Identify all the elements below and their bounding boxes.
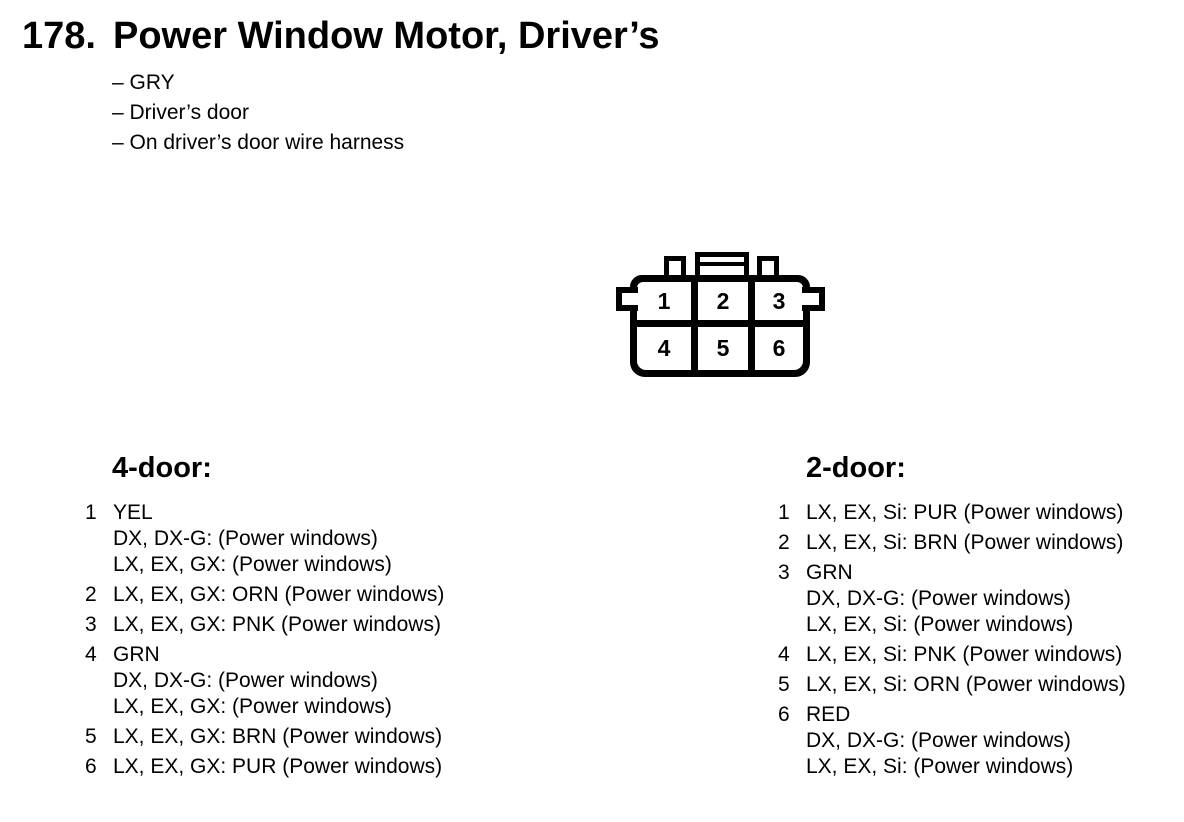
column-heading-4door: 4-door: (112, 452, 212, 484)
pin-item: 4 LX, EX, Si: PNK (Power windows) (778, 642, 1178, 668)
connector-pin-2: 2 (698, 282, 748, 320)
connector-pin-4: 4 (637, 327, 691, 370)
pin-number: 5 (85, 725, 97, 748)
pin-list-2door: 1 LX, EX, Si: PUR (Power windows) 2 LX, … (778, 500, 1178, 784)
pin-line: LX, EX, GX: BRN (Power windows) (113, 725, 443, 748)
pin-line: LX, EX, GX: (Power windows) (113, 553, 392, 576)
connector-pin-5: 5 (698, 327, 748, 370)
pin-line: LX, EX, Si: PUR (Power windows) (806, 501, 1124, 524)
pin-details: LX, EX, GX: PUR (Power windows) (113, 754, 505, 780)
pin-number: 1 (778, 501, 790, 524)
bullet-list: – GRY – Driver’s door – On driver’s door… (112, 68, 404, 158)
pin-details: GRN DX, DX-G: (Power windows) LX, EX, Si: … (806, 560, 1178, 638)
pin-item: 5 LX, EX, GX: BRN (Power windows) (85, 724, 505, 750)
connector-tab-right-icon (757, 256, 779, 277)
bullet-item: – On driver’s door wire harness (112, 131, 405, 154)
pin-number: 1 (85, 501, 97, 524)
pin-line: DX, DX-G: (Power windows) (113, 669, 378, 692)
pin-number: 6 (85, 755, 97, 778)
bullet-item: – Driver’s door (112, 101, 249, 124)
connector-latch-icon (695, 252, 749, 276)
pin-line: LX, EX, GX: PNK (Power windows) (113, 613, 441, 636)
pin-line: RED (806, 703, 851, 726)
pin-details: LX, EX, GX: BRN (Power windows) (113, 724, 505, 750)
pin-details: LX, EX, Si: ORN (Power windows) (806, 672, 1178, 698)
pin-line: YEL (113, 501, 153, 524)
pin-number: 4 (778, 643, 790, 666)
pin-item: 3 GRN DX, DX-G: (Power windows) LX, EX, Si… (778, 560, 1178, 638)
pin-number: 2 (778, 531, 790, 554)
pin-details: YEL DX, DX-G: (Power windows) LX, EX, GX: … (113, 500, 505, 578)
pin-details: LX, EX, Si: PNK (Power windows) (806, 642, 1178, 668)
connector-ear-left-icon (616, 287, 638, 311)
connector-tab-left-icon (664, 256, 686, 277)
pin-details: GRN DX, DX-G: (Power windows) LX, EX, GX: … (113, 642, 505, 720)
pin-number: 3 (85, 613, 97, 636)
pin-item: 3 LX, EX, GX: PNK (Power windows) (85, 612, 505, 638)
pin-line: LX, EX, GX: (Power windows) (113, 695, 392, 718)
pin-line: LX, EX, Si: BRN (Power windows) (806, 531, 1124, 554)
pin-line: LX, EX, GX: PUR (Power windows) (113, 755, 443, 778)
pin-number: 6 (778, 703, 790, 726)
connector-body: 1 2 3 4 5 6 (630, 275, 810, 377)
pin-item: 6 LX, EX, GX: PUR (Power windows) (85, 754, 505, 780)
pin-line: LX, EX, Si: PNK (Power windows) (806, 643, 1123, 666)
pin-list-4door: 1 YEL DX, DX-G: (Power windows) LX, EX, GX… (85, 500, 505, 784)
pin-line: LX, EX, GX: ORN (Power windows) (113, 583, 445, 606)
pin-line: DX, DX-G: (Power windows) (806, 587, 1071, 610)
column-heading-2door: 2-door: (806, 452, 906, 484)
connector-pin-6: 6 (755, 327, 803, 370)
pin-number: 5 (778, 673, 790, 696)
pin-number: 2 (85, 583, 97, 606)
pin-number: 4 (85, 643, 97, 666)
pin-item: 1 YEL DX, DX-G: (Power windows) LX, EX, GX… (85, 500, 505, 578)
pin-item: 5 LX, EX, Si: ORN (Power windows) (778, 672, 1178, 698)
pin-details: LX, EX, Si: BRN (Power windows) (806, 530, 1178, 556)
pin-item: 2 LX, EX, Si: BRN (Power windows) (778, 530, 1178, 556)
pin-item: 4 GRN DX, DX-G: (Power windows) LX, EX, GX… (85, 642, 505, 720)
page-title: Power Window Motor, Driver’s (113, 15, 660, 57)
connector-ear-right-icon (802, 287, 825, 311)
item-number: 178. (22, 15, 96, 57)
pin-details: LX, EX, GX: ORN (Power windows) (113, 582, 505, 608)
pin-details: LX, EX, Si: PUR (Power windows) (806, 500, 1178, 526)
pin-details: RED DX, DX-G: (Power windows) LX, EX, Si: … (806, 702, 1178, 780)
pin-line: GRN (806, 561, 853, 584)
pin-line: LX, EX, Si: (Power windows) (806, 755, 1074, 778)
pin-number: 3 (778, 561, 790, 584)
pin-item: 2 LX, EX, GX: ORN (Power windows) (85, 582, 505, 608)
pin-line: DX, DX-G: (Power windows) (806, 729, 1071, 752)
pin-line: LX, EX, Si: (Power windows) (806, 613, 1074, 636)
pin-line: GRN (113, 643, 160, 666)
connector-diagram: 1 2 3 4 5 6 (616, 250, 828, 380)
connector-pin-1: 1 (637, 282, 691, 320)
pin-details: LX, EX, GX: PNK (Power windows) (113, 612, 505, 638)
pin-line: DX, DX-G: (Power windows) (113, 527, 378, 550)
pin-item: 6 RED DX, DX-G: (Power windows) LX, EX, Si… (778, 702, 1178, 780)
bullet-item: – GRY (112, 71, 175, 94)
connector-pin-3: 3 (755, 282, 803, 320)
pin-line: LX, EX, Si: ORN (Power windows) (806, 673, 1126, 696)
pin-item: 1 LX, EX, Si: PUR (Power windows) (778, 500, 1178, 526)
